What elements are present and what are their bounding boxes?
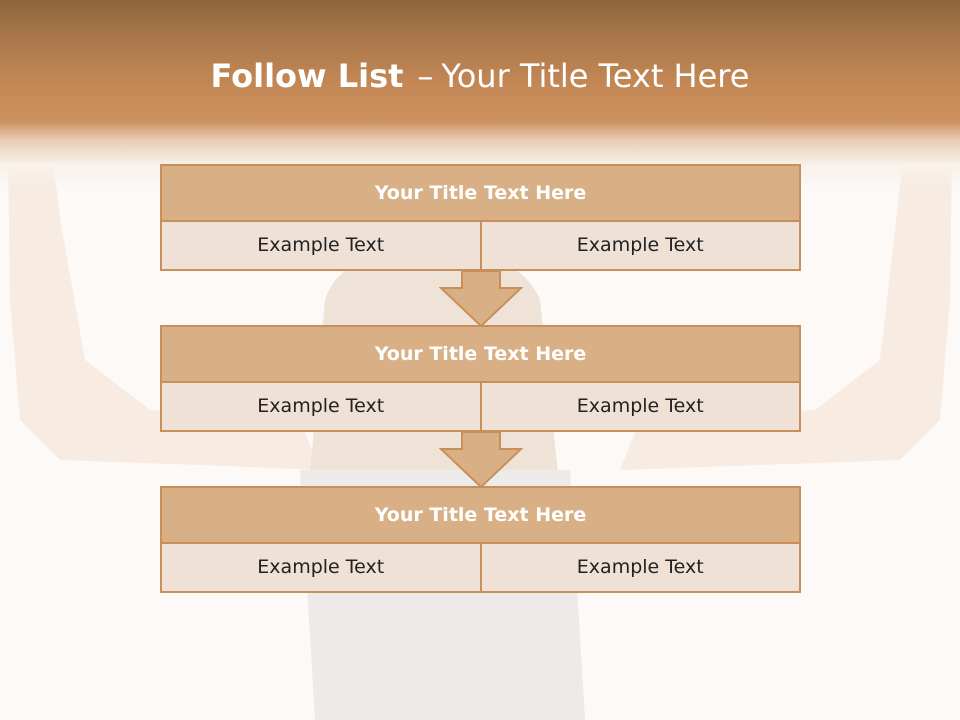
step-block-3: Your Title Text Here Example Text Exampl… xyxy=(160,486,801,593)
step-title: Your Title Text Here xyxy=(162,166,799,222)
step-row: Example Text Example Text xyxy=(162,383,799,430)
step-title: Your Title Text Here xyxy=(162,488,799,544)
title-bold-part: Follow List xyxy=(210,57,404,95)
slide-title: Follow List–Your Title Text Here xyxy=(0,54,960,98)
step-row: Example Text Example Text xyxy=(162,544,799,591)
step-cell-right: Example Text xyxy=(479,222,799,269)
step-cell-left: Example Text xyxy=(162,222,480,269)
step-cell-left: Example Text xyxy=(162,383,480,430)
down-arrow-icon xyxy=(439,431,523,489)
header-band xyxy=(0,0,960,190)
step-cell-right: Example Text xyxy=(479,544,799,591)
step-cell-right: Example Text xyxy=(479,383,799,430)
title-dash: – xyxy=(417,57,434,95)
step-cell-left: Example Text xyxy=(162,544,480,591)
down-arrow-icon xyxy=(439,270,523,328)
step-row: Example Text Example Text xyxy=(162,222,799,269)
title-rest-part: Your Title Text Here xyxy=(441,57,750,95)
step-block-1: Your Title Text Here Example Text Exampl… xyxy=(160,164,801,271)
step-title: Your Title Text Here xyxy=(162,327,799,383)
step-block-2: Your Title Text Here Example Text Exampl… xyxy=(160,325,801,432)
